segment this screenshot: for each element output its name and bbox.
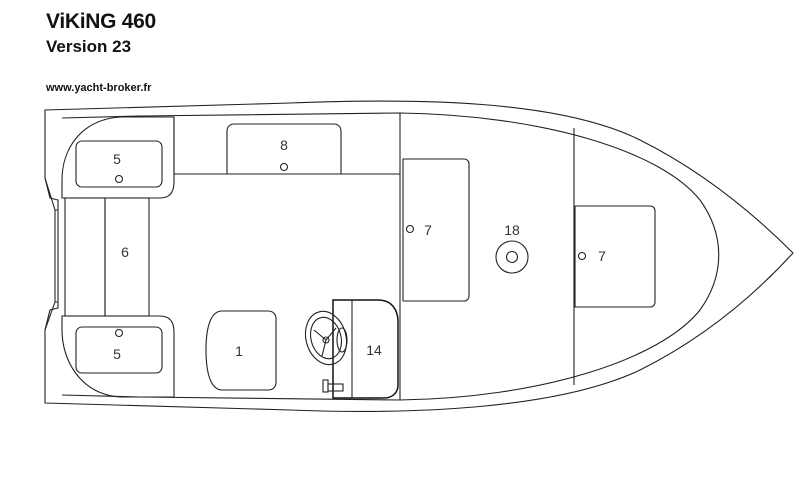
locker-7-bow-label: 7 [598, 248, 606, 264]
transom-port [44, 177, 58, 211]
aft-port-seat-module [61, 116, 175, 199]
aft-starboard-seat-module [61, 315, 175, 398]
locker-7-mid[interactable] [402, 158, 470, 302]
locker-8-label: 8 [280, 137, 288, 153]
bench-6-label: 6 [121, 244, 129, 260]
throttle-icon [322, 379, 344, 393]
locker-7-bow[interactable] [574, 205, 656, 308]
locker-7-mid-label: 7 [424, 222, 432, 238]
seat-5-top-hatch-icon [114, 174, 124, 184]
outer-hull-outline [44, 100, 794, 412]
console-14-label: 14 [366, 342, 382, 358]
seat-1-label: 1 [235, 343, 243, 359]
seat-base-18-label: 18 [504, 222, 520, 238]
locker-8-hatch-icon [279, 162, 289, 172]
seat-base-18-icon[interactable] [495, 240, 529, 274]
locker-7-mid-hatch-icon [405, 224, 415, 234]
console-14[interactable] [332, 299, 399, 399]
seat-base-18-center-icon [505, 250, 519, 264]
locker-8[interactable] [226, 123, 342, 174]
inner-gunwale-outline [61, 112, 720, 401]
model-title: ViKiNG 460 [46, 10, 156, 33]
seat-5-bottom[interactable] [75, 326, 163, 374]
locker-7-bow-hatch-icon [577, 251, 587, 261]
seat-1[interactable] [205, 310, 277, 391]
transom-starboard [44, 301, 58, 331]
version-subtitle: Version 23 [46, 37, 132, 56]
seat-5-bottom-label: 5 [113, 346, 121, 362]
aft-deck-strip [64, 197, 106, 317]
seat-5-top-label: 5 [113, 151, 121, 167]
seat-5-bottom-hatch-icon [114, 328, 124, 338]
bench-6[interactable] [104, 197, 150, 317]
seat-5-top[interactable] [75, 140, 163, 188]
website-link[interactable]: www.yacht-broker.fr [46, 82, 152, 94]
steering-wheel-icon [304, 310, 348, 366]
